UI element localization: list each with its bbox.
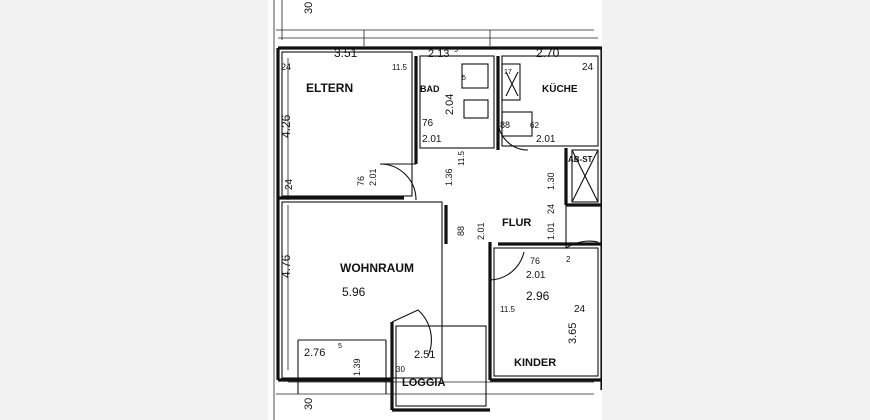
room-label-abst: AB-ST (568, 155, 593, 164)
dim-24-flur: 24 (546, 204, 556, 214)
dim-201-kueche: 2.01 (536, 134, 556, 145)
dim-24-left: 24 (284, 178, 295, 190)
dim-115: 11.5 (457, 150, 466, 166)
dim-130: 1.30 (546, 172, 556, 190)
dim-eltern-width: 3.51 (334, 46, 358, 60)
doors (379, 119, 599, 357)
dim-bad-width: 2.13 (428, 48, 449, 60)
dim-11-5: 11.5 (392, 63, 408, 72)
room-label-kueche: KÜCHE (542, 82, 578, 95)
dim-30-loggia: 30 (396, 365, 405, 374)
walls (276, 46, 602, 412)
room-label-eltern: ELTERN (306, 81, 353, 95)
dim-101: 1.01 (546, 222, 556, 240)
room-label-wohnraum: WOHNRAUM (340, 261, 414, 275)
dim-bad-width-sup: 5 (454, 47, 458, 54)
dim-88: 88 (500, 120, 510, 130)
room-labels: ELTERN BAD KÜCHE AB-ST FLUR WOHNRAUM KIN… (306, 81, 593, 389)
dim-88-flur: 88 (456, 226, 466, 236)
dimension-guides (273, 0, 598, 420)
dim-eltern-height: 4.26 (279, 114, 293, 138)
dim-loggia-left-sup: 5 (338, 343, 342, 350)
dim-loggia-left: 2.76 (304, 347, 325, 359)
fixtures (281, 51, 599, 407)
dim-bottom-30: 30 (303, 398, 315, 410)
dim-kueche-width: 2.70 (536, 46, 560, 60)
dim-115-kinder: 11.5 (500, 305, 516, 314)
room-label-loggia: LOGGIA (402, 377, 445, 389)
dim-201-kinder: 2.01 (526, 270, 546, 281)
dim-201-flur: 2.01 (476, 222, 486, 240)
room-label-flur: FLUR (502, 217, 531, 229)
dim-17: 17 (504, 69, 512, 76)
dim-76-kinder: 76 (530, 256, 540, 266)
dim-76-eltern-door: 76 (356, 176, 366, 186)
dim-136: 1.36 (444, 168, 454, 186)
dim-wohn-width: 5.96 (342, 285, 366, 299)
dim-24-eltern-corner: 24 (281, 62, 291, 72)
dim-bad-height-sup: 5 (462, 75, 466, 82)
dim-62: 62 (530, 121, 539, 130)
floor-plan: ELTERN BAD KÜCHE AB-ST FLUR WOHNRAUM KIN… (273, 0, 602, 420)
dim-76-bad: 76 (422, 118, 434, 129)
dim-loggia-width: 2.51 (414, 349, 435, 361)
dim-top-30: 30 (303, 2, 315, 14)
dim-kinder-height: 3.65 (567, 323, 579, 344)
dim-kinder-width: 2.96 (526, 289, 550, 303)
dim-24-kinder: 24 (574, 304, 586, 315)
room-label-kinder: KINDER (514, 357, 556, 369)
dim-139: 1.39 (352, 358, 362, 376)
dim-201-eltern-door: 2.01 (368, 168, 378, 186)
dim-wohn-height: 4.76 (279, 254, 293, 278)
dim-2: 2 (566, 255, 571, 264)
room-label-bad: BAD (420, 84, 440, 94)
dim-201-bad: 2.01 (422, 134, 442, 145)
dim-24-kueche: 24 (582, 62, 594, 73)
dimension-labels: 30 3.51 2.13 5 2.70 24 24 11.5 17 4.26 2… (279, 2, 594, 410)
dim-bad-height: 2.04 (444, 94, 456, 115)
plan-sheet: ELTERN BAD KÜCHE AB-ST FLUR WOHNRAUM KIN… (268, 0, 602, 420)
